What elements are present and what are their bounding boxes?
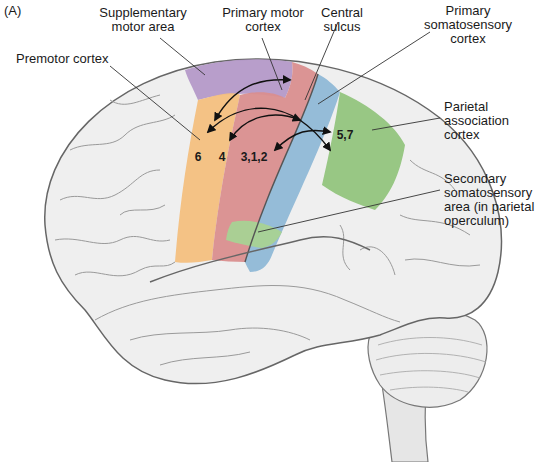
callout-number: 4 — [212, 150, 232, 164]
connection-arrows — [208, 80, 330, 150]
cerebellum-folia — [376, 338, 486, 393]
cerebrum — [45, 59, 502, 384]
central-sulcus-line — [245, 74, 318, 262]
callout-number: 6 — [188, 150, 208, 164]
lateral-fissure — [150, 237, 370, 282]
parietal-association-region — [322, 92, 405, 210]
region-label: Central sulcus — [312, 6, 372, 34]
region-label: Primary motor cortex — [218, 6, 308, 34]
region-label: Primary somatosensory cortex — [418, 4, 518, 46]
region-label: Secondary somatosensory area (in parieta… — [444, 172, 556, 228]
region-label: Parietal association cortex — [444, 100, 534, 142]
leader-lines — [110, 22, 440, 232]
callout-number: 3,1,2 — [234, 150, 274, 164]
region-label: Premotor cortex — [16, 52, 136, 66]
callout-number: 5,7 — [330, 128, 360, 142]
panel-label: (A) — [4, 4, 44, 18]
region-label: Supplementary motor area — [88, 6, 198, 34]
